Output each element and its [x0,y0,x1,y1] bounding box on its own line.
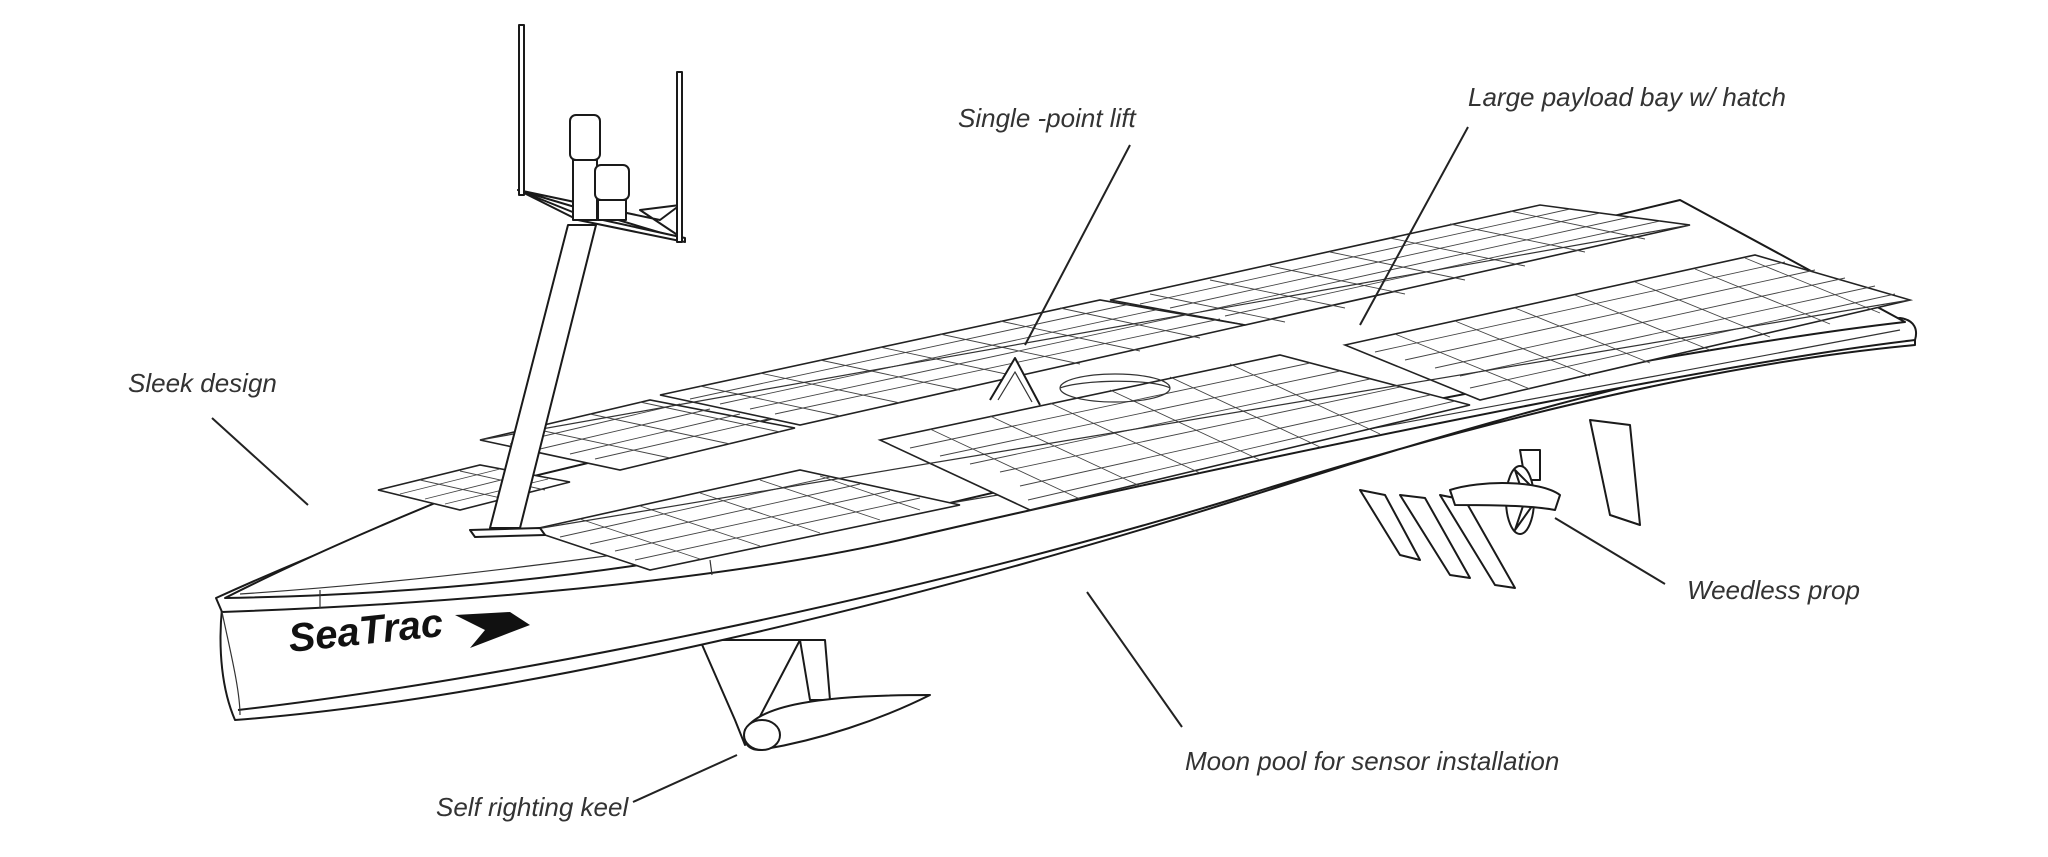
brand-arrow-icon [455,612,530,648]
leader-moon-pool [1086,591,1183,728]
leader-lines [211,126,1666,803]
label-payload-bay: Large payload bay w/ hatch [1468,82,1786,112]
leader-single-point-lift [1024,144,1131,346]
label-moon-pool: Moon pool for sensor installation [1185,746,1559,776]
callout-labels: Single -point lift Large payload bay w/ … [128,82,1860,822]
label-self-righting-keel: Self righting keel [436,792,629,822]
leader-payload-bay [1359,126,1469,326]
mast [469,24,686,538]
aft-appendages [1359,419,1641,589]
payload-hatch [1059,373,1171,403]
label-weedless-prop: Weedless prop [1687,575,1860,605]
solar-array [377,204,1914,571]
self-righting-keel [699,639,931,751]
label-single-point-lift: Single -point lift [958,103,1138,133]
brand-logo: SeaTrac [286,601,530,661]
solar-panel-far-mid [659,299,1246,426]
leader-weedless-prop [1554,517,1666,585]
single-point-lift [989,357,1041,406]
weedless-prop [1449,465,1561,535]
solar-panel-near-fore [527,469,961,571]
solar-panel-near-mid [877,354,1471,511]
label-sleek-design: Sleek design [128,368,277,398]
brand-name: SeaTrac [286,601,445,661]
leader-self-righting-keel [632,754,738,803]
leader-sleek-design [211,417,309,506]
